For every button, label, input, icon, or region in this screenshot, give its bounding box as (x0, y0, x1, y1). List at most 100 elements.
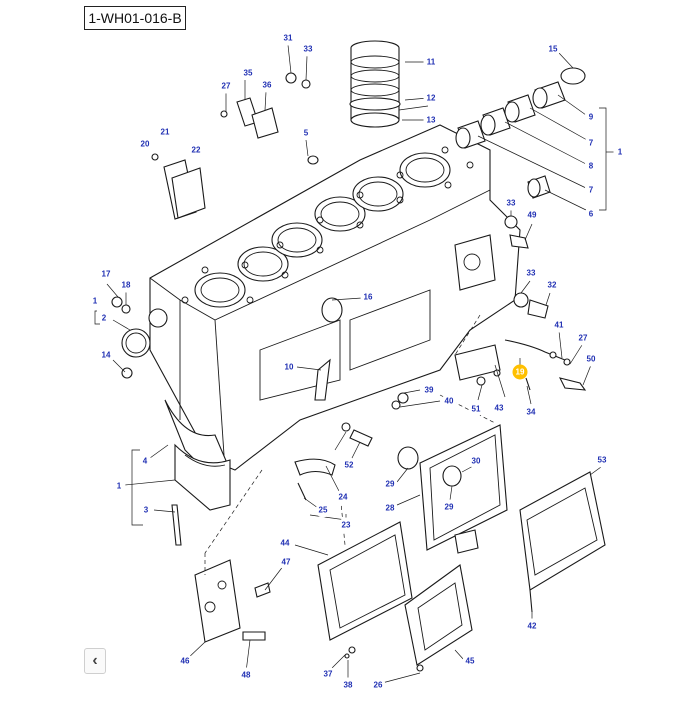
callout-label[interactable]: 4 (143, 457, 148, 466)
callout-circle (441, 499, 457, 515)
callout-label[interactable]: 37 (324, 670, 333, 679)
callouts: 1 2 3 4 5 6 7 7 8 9 10 11 12 13 14 15 16… (88, 30, 627, 693)
callout-circle (338, 517, 354, 533)
callout-label[interactable]: 24 (339, 493, 348, 502)
callout-label[interactable]: 1 (618, 148, 623, 157)
cover-plate (397, 424, 508, 554)
callout-label[interactable]: 46 (181, 657, 190, 666)
callout-circle (423, 112, 439, 128)
callout-circle-highlighted (512, 364, 528, 380)
callout-circle (97, 311, 111, 325)
callout-label[interactable]: 13 (427, 116, 436, 125)
callout-circle (299, 126, 313, 140)
callout-label[interactable]: 10 (285, 363, 294, 372)
callout-label[interactable]: 2 (102, 314, 107, 323)
callout-circle (594, 452, 610, 468)
callout-circle (277, 535, 293, 551)
callout-circle (551, 317, 567, 333)
callout-label[interactable]: 6 (589, 210, 594, 219)
callout-label[interactable]: 14 (102, 351, 111, 360)
callout-label[interactable]: 31 (284, 34, 293, 43)
callout-label[interactable]: 47 (282, 558, 291, 567)
housing-covers (317, 521, 473, 666)
callout-label[interactable]: 29 (445, 503, 454, 512)
callout-circle (281, 359, 297, 375)
callout-circle (462, 653, 478, 669)
callout-circle (441, 393, 457, 409)
callout-label[interactable]: 25 (319, 506, 328, 515)
callout-circle (523, 404, 539, 420)
callout-label[interactable]: 18 (122, 281, 131, 290)
callout-circle (491, 400, 507, 416)
callout-circle (341, 457, 357, 473)
callout-label[interactable]: 22 (192, 146, 201, 155)
callout-circle (88, 294, 102, 308)
callout-label[interactable]: 33 (527, 269, 536, 278)
callout-circle (315, 502, 331, 518)
callout-label[interactable]: 50 (587, 355, 596, 364)
callout-label[interactable]: 44 (281, 539, 290, 548)
callout-label[interactable]: 30 (472, 457, 481, 466)
callout-label[interactable]: 9 (589, 113, 594, 122)
callout-label[interactable]: 29 (386, 480, 395, 489)
callout-label[interactable]: 8 (589, 162, 594, 171)
callout-label[interactable]: 42 (528, 622, 537, 631)
callout-circle (524, 207, 540, 223)
callout-label-highlighted[interactable]: 19 (516, 368, 525, 377)
callout-label[interactable]: 28 (386, 504, 395, 513)
callout-label[interactable]: 49 (528, 211, 537, 220)
callout-label[interactable]: 12 (427, 94, 436, 103)
leader-lines (94, 44, 614, 684)
callout-label[interactable]: 17 (102, 270, 111, 279)
callout-label[interactable]: 52 (345, 461, 354, 470)
callout-label[interactable]: 7 (589, 186, 594, 195)
callout-label[interactable]: 11 (427, 58, 436, 67)
callout-label[interactable]: 26 (374, 681, 383, 690)
callout-circle (503, 195, 519, 211)
callout-circle (468, 401, 484, 417)
callout-circle (584, 110, 598, 124)
chevron-left-icon: ‹ (92, 652, 98, 669)
callout-circle (118, 277, 134, 293)
callout-label[interactable]: 41 (555, 321, 564, 330)
callout-label[interactable]: 3 (144, 506, 149, 515)
callout-label[interactable]: 5 (304, 129, 309, 138)
callout-label[interactable]: 48 (242, 671, 251, 680)
callout-circle (421, 382, 437, 398)
callout-label[interactable]: 1 (93, 297, 98, 306)
callout-label[interactable]: 7 (589, 139, 594, 148)
callout-circle (280, 30, 296, 46)
callout-label[interactable]: 15 (549, 45, 558, 54)
callout-label[interactable]: 40 (445, 397, 454, 406)
callout-circle (218, 78, 234, 94)
callout-label[interactable]: 35 (244, 69, 253, 78)
callout-circle (137, 136, 153, 152)
callout-label[interactable]: 1 (117, 482, 122, 491)
callout-label[interactable]: 23 (342, 521, 351, 530)
callout-circle (613, 145, 627, 159)
callout-label[interactable]: 45 (466, 657, 475, 666)
callout-label[interactable]: 38 (344, 681, 353, 690)
callout-label[interactable]: 16 (364, 293, 373, 302)
callout-label[interactable]: 33 (507, 199, 516, 208)
callout-label[interactable]: 34 (527, 408, 536, 417)
callout-label[interactable]: 36 (263, 81, 272, 90)
callout-circle (238, 667, 254, 683)
left-side-parts (111, 296, 151, 379)
back-button[interactable]: ‹ (84, 648, 106, 674)
callout-circle (259, 77, 275, 93)
callout-label[interactable]: 39 (425, 386, 434, 395)
callout-circle (139, 503, 153, 517)
right-side-fittings (454, 215, 587, 391)
callout-label[interactable]: 20 (141, 140, 150, 149)
callout-label[interactable]: 27 (222, 82, 231, 91)
callout-label[interactable]: 32 (548, 281, 557, 290)
callout-label[interactable]: 51 (472, 405, 481, 414)
callout-circle (112, 479, 126, 493)
callout-label[interactable]: 27 (579, 334, 588, 343)
callout-label[interactable]: 53 (598, 456, 607, 465)
callout-label[interactable]: 43 (495, 404, 504, 413)
callout-label[interactable]: 21 (161, 128, 170, 137)
callout-label[interactable]: 33 (304, 45, 313, 54)
